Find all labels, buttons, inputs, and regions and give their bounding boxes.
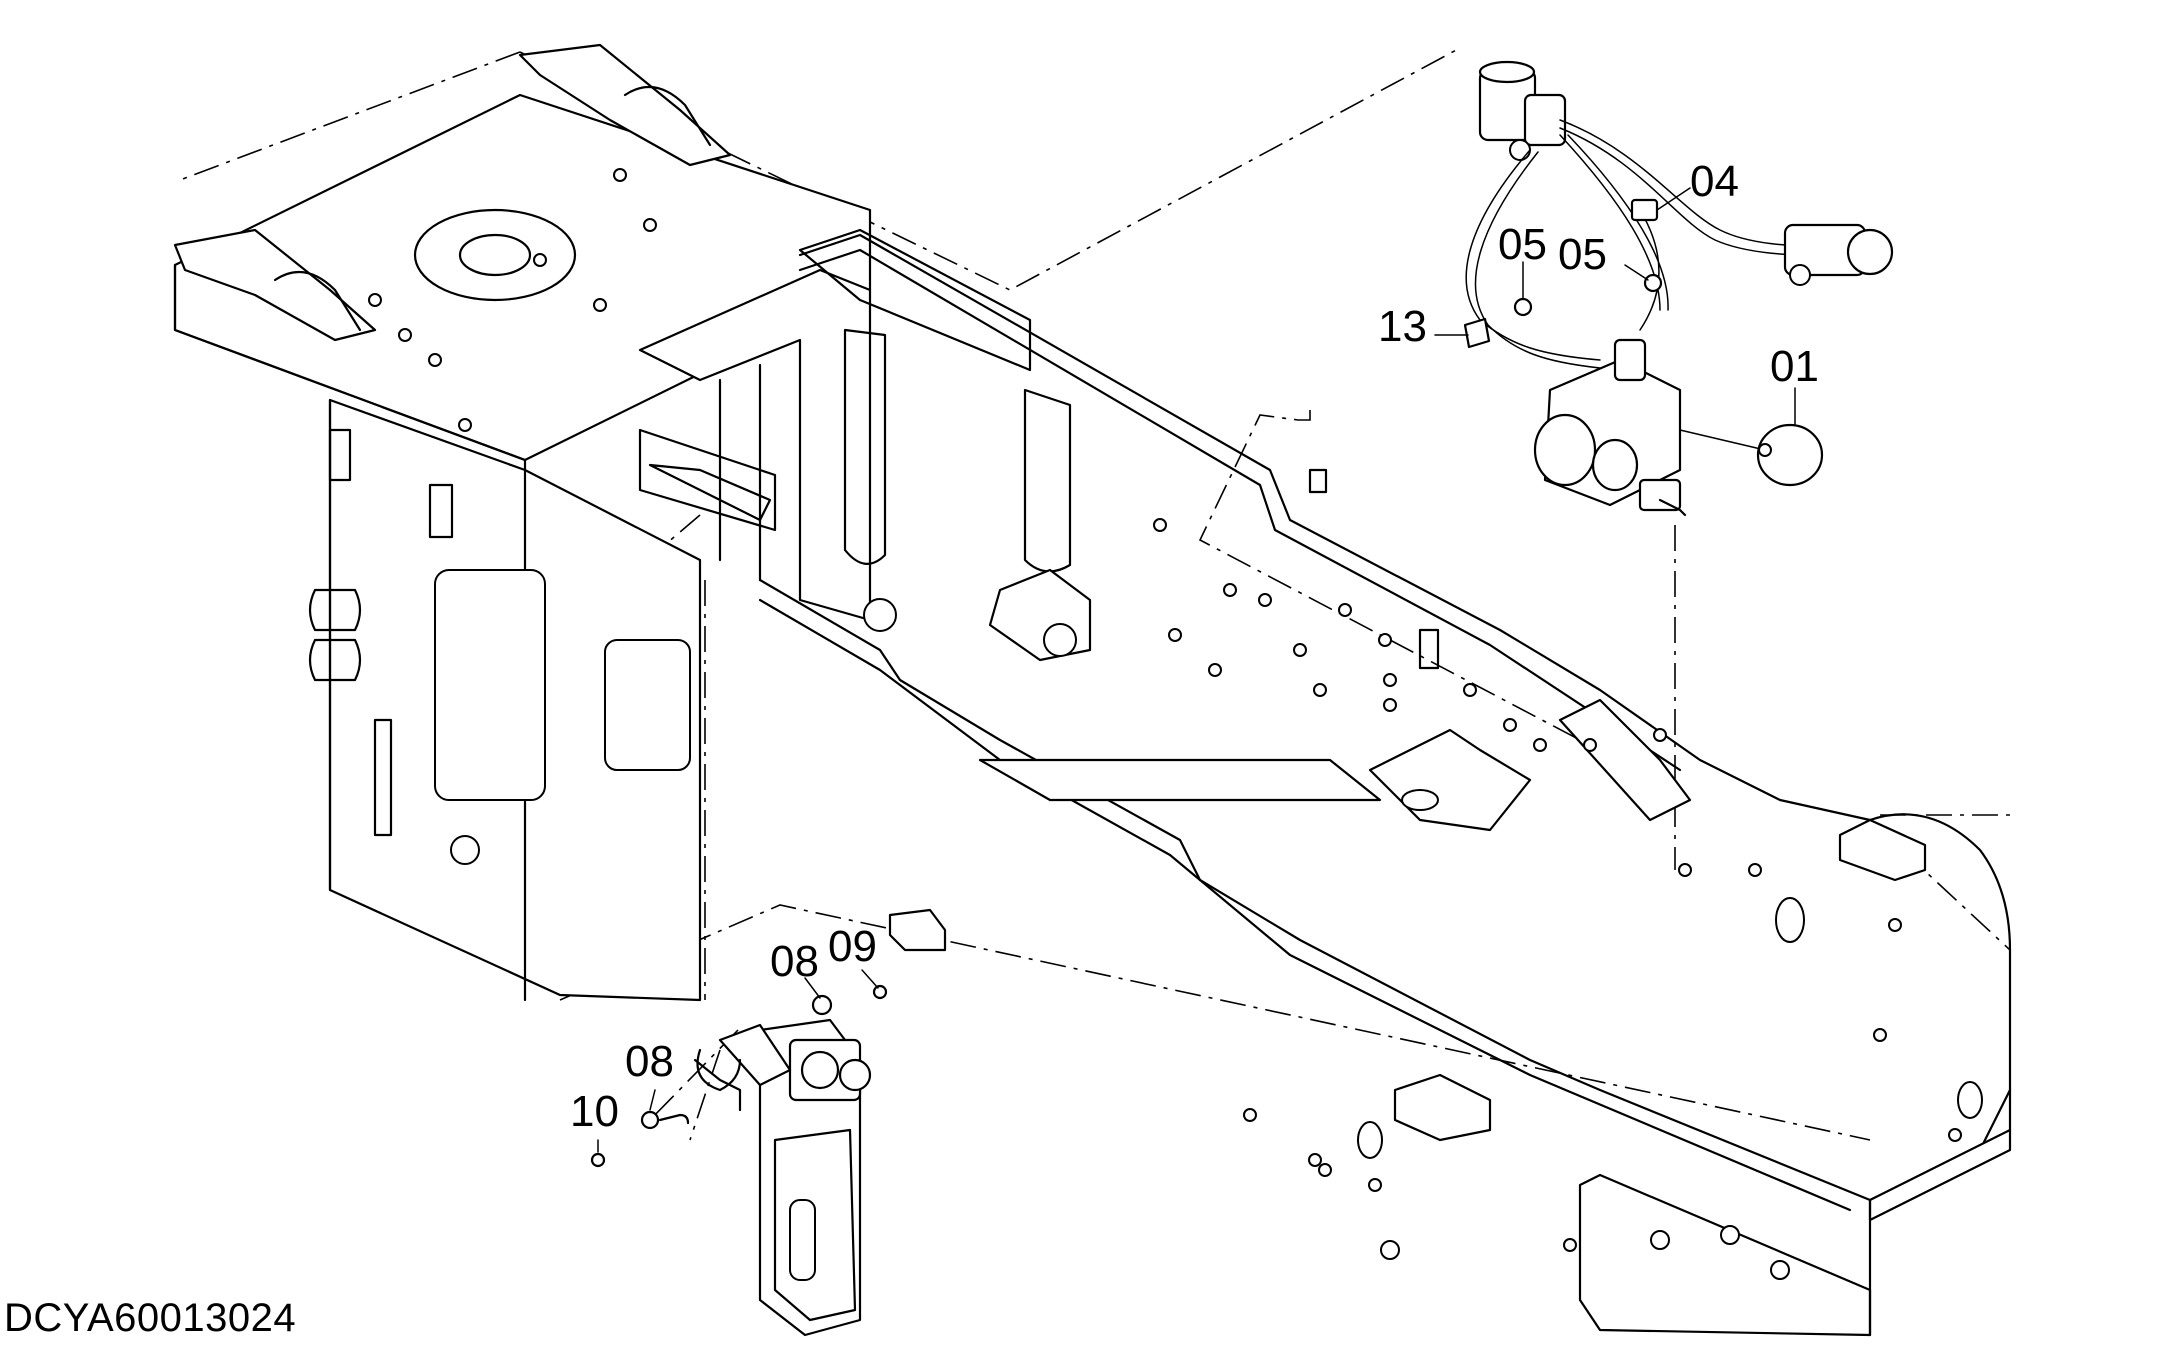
main-frame xyxy=(173,43,1072,1002)
callout-08-upper: 08 xyxy=(770,937,819,986)
callout-10: 10 xyxy=(570,1087,619,1136)
callout-05-right: 05 xyxy=(1558,230,1607,279)
leader-lines xyxy=(597,187,1796,1153)
bracket-assembly xyxy=(590,984,888,1337)
chassis-rails xyxy=(368,168,2012,1337)
hydraulic-assembly xyxy=(1463,60,1894,517)
callout-09: 09 xyxy=(828,922,877,971)
callout-01: 01 xyxy=(1770,342,1819,391)
callout-13: 13 xyxy=(1378,302,1427,351)
drawing-id-label: DCYA60013024 xyxy=(4,1296,297,1340)
callout-08-lower: 08 xyxy=(625,1037,674,1086)
callout-04: 04 xyxy=(1690,157,1739,206)
callout-05-left: 05 xyxy=(1498,220,1547,269)
